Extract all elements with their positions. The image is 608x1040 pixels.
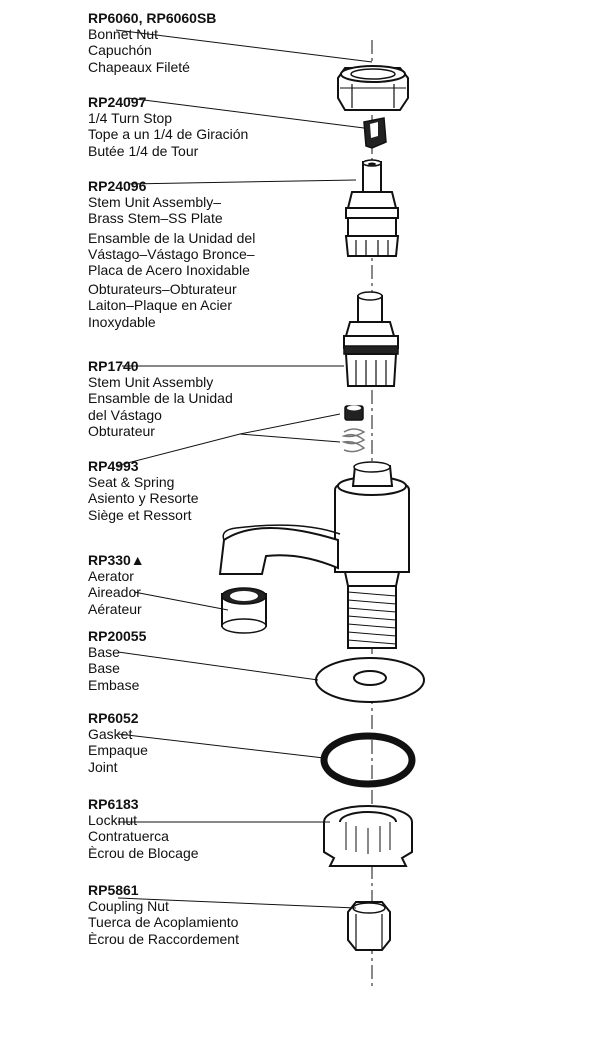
part-desc-line: del Vástago xyxy=(88,406,162,423)
part-desc-line: Brass Stem–SS Plate xyxy=(88,210,223,227)
part-desc-line: Base xyxy=(88,660,120,677)
part-label-rp4993: RP4993 Seat & Spring Asiento y Resorte S… xyxy=(88,458,199,523)
part-code: RP5861 xyxy=(88,882,139,898)
part-desc-line: Ècrou de Raccordement xyxy=(88,930,239,947)
part-desc-line: Siège et Ressort xyxy=(88,506,192,523)
part-desc-line: Tope a un 1/4 de Giración xyxy=(88,126,249,143)
part-desc-line: Vástago–Vástago Bronce– xyxy=(88,245,255,262)
part-label-rp6052: RP6052 Gasket Empaque Joint xyxy=(88,710,148,775)
part-desc-line: Chapeaux Fileté xyxy=(88,58,190,75)
part-desc-line: Ensamble de la Unidad xyxy=(88,390,233,407)
part-code: RP6052 xyxy=(88,710,139,726)
part-code: RP24096 xyxy=(88,178,147,194)
bonnet-nut-drawing xyxy=(337,65,409,111)
part-label-rp1740: RP1740 Stem Unit Assembly Ensamble de la… xyxy=(88,358,233,439)
part-desc-line: Stem Unit Assembly– xyxy=(88,194,222,211)
part-label-rp24096: RP24096 Stem Unit Assembly– Brass Stem–S… xyxy=(88,178,255,330)
part-desc-line: Seat & Spring xyxy=(88,474,175,491)
stem-unit-brass-drawing xyxy=(344,159,400,257)
part-desc-line: Obturateurs–Obturateur xyxy=(88,281,237,298)
leader-gasket xyxy=(117,733,325,759)
part-label-rp20055: RP20055 Base Base Embase xyxy=(88,628,146,693)
part-desc-line: Ensamble de la Unidad del xyxy=(88,229,256,246)
leader-base xyxy=(117,651,319,681)
part-desc-line: Laiton–Plaque en Acier xyxy=(88,297,232,314)
part-desc-line: Coupling Nut xyxy=(88,898,169,915)
part-label-rp6060: RP6060, RP6060SB Bonnet Nut Capuchón Cha… xyxy=(88,10,216,75)
part-desc-line: Contratuerca xyxy=(88,828,169,845)
part-desc-line: Placa de Acero Inoxidable xyxy=(88,262,250,279)
part-code: RP1740 xyxy=(88,358,139,374)
part-desc-line: Embase xyxy=(88,676,140,693)
leader-seat-spring-2 xyxy=(239,433,341,443)
part-desc-line: Ècrou de Blocage xyxy=(88,844,199,861)
coupling-nut-drawing xyxy=(347,901,391,951)
part-desc-line: Capuchón xyxy=(88,42,152,59)
part-desc-line: Aerator xyxy=(88,568,134,585)
leader-coupling-nut xyxy=(117,897,357,909)
part-label-rp5861: RP5861 Coupling Nut Tuerca de Acoplamien… xyxy=(88,882,239,947)
part-code: RP330▲ xyxy=(88,552,145,568)
part-desc-line: Inoxydable xyxy=(88,313,156,330)
leader-aerator xyxy=(133,591,229,611)
part-desc-line: Joint xyxy=(88,758,118,775)
seat-spring-drawing xyxy=(341,405,366,453)
part-desc-line: Stem Unit Assembly xyxy=(88,374,214,391)
part-desc-line: Gasket xyxy=(88,726,133,743)
part-desc-line: Aireador xyxy=(88,584,141,601)
part-desc-line: Asiento y Resorte xyxy=(88,490,199,507)
aerator-drawing xyxy=(221,587,267,634)
part-desc-line: Empaque xyxy=(88,742,148,759)
part-desc-line: 1/4 Turn Stop xyxy=(88,110,173,127)
part-desc-line: Bonnet Nut xyxy=(88,26,159,43)
part-desc-line: Aérateur xyxy=(88,600,142,617)
stem-unit-drawing xyxy=(343,291,399,387)
gasket-drawing xyxy=(320,732,416,788)
part-desc-line: Locknut xyxy=(88,812,138,829)
leader-turn-stop xyxy=(127,97,365,129)
part-code: RP4993 xyxy=(88,458,139,474)
faucet-body-drawing xyxy=(218,461,410,649)
part-desc-line: Butée 1/4 de Tour xyxy=(88,142,199,159)
part-label-rp6183: RP6183 Locknut Contratuerca Ècrou de Blo… xyxy=(88,796,199,861)
part-code: RP6060, RP6060SB xyxy=(88,10,217,26)
part-code: RP20055 xyxy=(88,628,147,644)
part-desc-line: Obturateur xyxy=(88,422,155,439)
part-label-rp330: RP330▲ Aerator Aireador Aérateur xyxy=(88,552,145,617)
part-label-rp24097: RP24097 1/4 Turn Stop Tope a un 1/4 de G… xyxy=(88,94,248,159)
base-plate-drawing xyxy=(315,657,425,703)
part-desc-line: Base xyxy=(88,644,120,661)
locknut-drawing xyxy=(323,805,413,867)
part-desc-line: Tuerca de Acoplamiento xyxy=(88,914,239,931)
turn-stop-drawing xyxy=(363,117,387,149)
part-code: RP24097 xyxy=(88,94,147,110)
part-code: RP6183 xyxy=(88,796,139,812)
leader-bonnet-nut xyxy=(115,29,373,63)
leader-stem-brass xyxy=(127,179,357,185)
